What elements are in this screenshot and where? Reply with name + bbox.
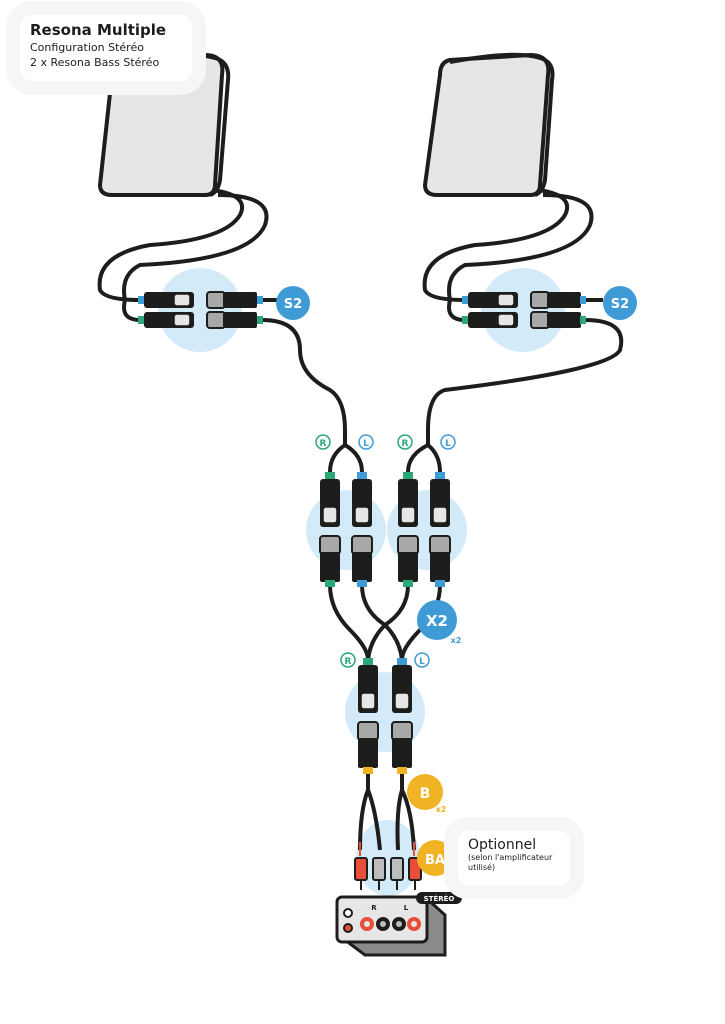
diagram-subtitle-config: Configuration Stéréo	[30, 41, 144, 54]
amplifier: R L STÉRÉO	[335, 892, 462, 957]
optional-detail-1: (selon l'amplificateur	[468, 853, 553, 862]
extension-connectors	[319, 472, 451, 587]
svg-text:R: R	[402, 439, 409, 449]
svg-text:X2: X2	[426, 612, 448, 630]
s2-badge-left: S2	[276, 286, 310, 320]
diagram-title: Resona Multiple	[30, 21, 167, 39]
title-card: Resona Multiple Configuration Stéréo 2 x…	[20, 15, 192, 81]
amp-label-l: L	[404, 904, 409, 912]
optional-title: Optionnel	[468, 837, 537, 853]
svg-text:L: L	[363, 439, 369, 449]
amp-label-r: R	[371, 904, 377, 912]
svg-text:L: L	[445, 439, 451, 449]
bare-wire-tips	[359, 842, 415, 856]
speaker-connectors-left	[138, 291, 263, 329]
svg-text:x2: x2	[451, 636, 462, 645]
x2-badge: X2 x2	[417, 600, 461, 645]
svg-text:R: R	[320, 439, 327, 449]
s2-badge-right: S2	[603, 286, 637, 320]
optional-note: Optionnel (selon l'amplificateur utilisé…	[458, 831, 570, 885]
amp-cable-connectors	[357, 658, 413, 774]
svg-text:x2: x2	[436, 805, 447, 814]
channel-labels-upper: R L R L	[315, 434, 456, 450]
svg-text:L: L	[419, 657, 425, 667]
svg-text:S2: S2	[284, 297, 302, 312]
speaker-right	[422, 52, 555, 197]
ba-badge: BA x2	[417, 840, 456, 882]
svg-text:S2: S2	[611, 297, 629, 312]
channel-labels-lower: R L	[340, 652, 430, 668]
banana-plugs	[354, 857, 422, 890]
stereo-badge: STÉRÉO	[424, 894, 455, 903]
svg-text:B: B	[420, 786, 431, 802]
diagram-subtitle-model: 2 x Resona Bass Stéréo	[30, 56, 160, 69]
speaker-connectors-right	[462, 291, 586, 329]
b-badge: B x2	[407, 774, 446, 814]
svg-text:x2: x2	[446, 873, 457, 882]
cables	[97, 188, 624, 859]
svg-text:R: R	[345, 657, 352, 667]
optional-detail-2: utilisé)	[468, 863, 496, 872]
svg-text:BA: BA	[425, 853, 445, 868]
